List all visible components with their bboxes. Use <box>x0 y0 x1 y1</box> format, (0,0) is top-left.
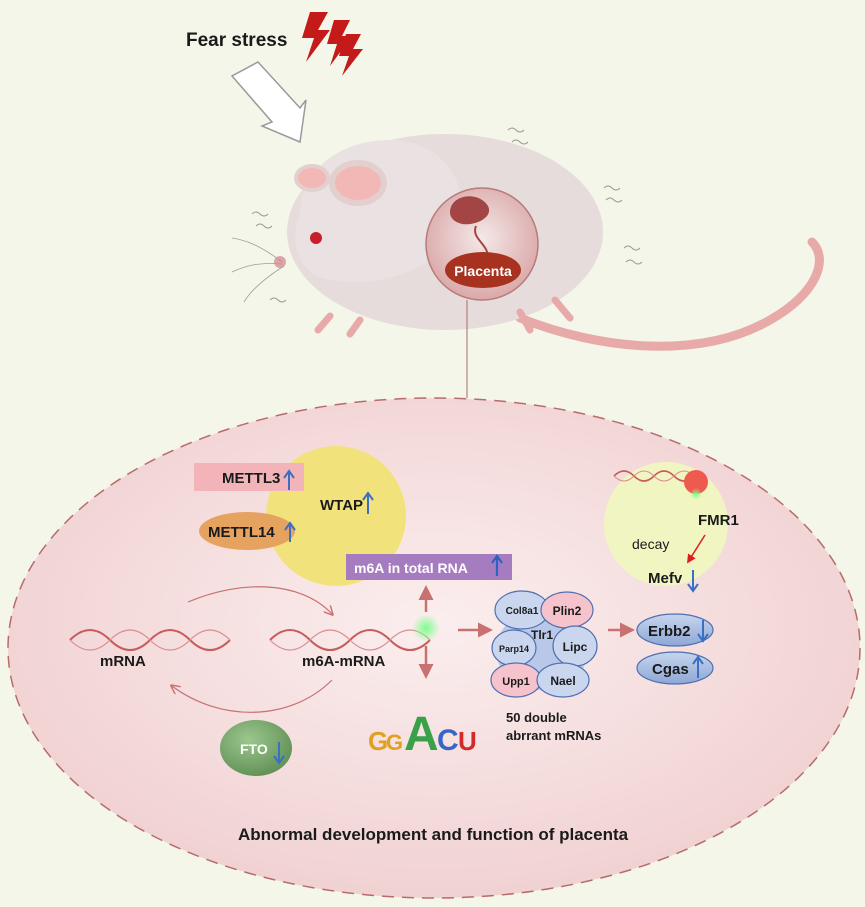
total-rna-box <box>346 554 512 580</box>
shiver-lines <box>251 127 643 303</box>
mettl14-label: METTL14 <box>208 524 275 541</box>
erbb2-ellipse <box>636 613 714 647</box>
mettl3-up-arrow-icon <box>283 469 295 490</box>
mouse-ear-back <box>329 160 387 206</box>
fto-down-arrow-icon <box>273 742 285 765</box>
fto-label: FTO <box>240 741 268 757</box>
mouse-illustration: Placenta <box>231 127 824 351</box>
fmr1-label: FMR1 <box>698 512 739 529</box>
mettl3-label: METTL3 <box>222 470 280 487</box>
mrna-strand <box>69 629 231 651</box>
mefv-label: Mefv <box>648 570 683 587</box>
uterus-icon <box>450 196 490 225</box>
motif-logo: G G A C U <box>368 708 477 761</box>
gene-nael-label: Nael <box>550 674 575 688</box>
motif-letter-4: C <box>437 724 459 757</box>
lightning-icon <box>302 12 363 76</box>
gene-tlr1-label: Tlr1 <box>531 628 553 642</box>
conclusion-text: Abnormal development and function of pla… <box>238 825 629 844</box>
erbb2-label: Erbb2 <box>648 623 691 640</box>
wtap-label: WTAP <box>320 497 363 514</box>
mefv-down-arrow-icon <box>687 570 699 593</box>
mouse-nose <box>274 256 286 268</box>
fear-stress-label: Fear stress <box>186 30 287 51</box>
stress-arrow-icon <box>230 61 307 144</box>
gene-nael <box>536 662 590 698</box>
total-rna-label: m6A in total RNA <box>354 560 468 576</box>
motif-letter-1: G <box>368 726 388 756</box>
erbb2-down-arrow-icon <box>697 620 709 643</box>
placenta-disk <box>445 252 521 288</box>
methylation-arrow <box>187 586 332 614</box>
targets-caption-line1: 50 double <box>506 710 567 725</box>
motif-letter-2: G <box>386 730 403 755</box>
mouse-eye <box>310 232 322 244</box>
mouse-whiskers <box>231 237 285 303</box>
target-gene-cluster: Col8a1 Plin2 Tlr1 Parp14 Lipc Upp1 Nael <box>490 590 598 698</box>
motif-letter-3: A <box>404 708 439 761</box>
mouse-feet <box>314 296 574 338</box>
mouse-ear-front <box>294 164 330 192</box>
gene-upp1-label: Upp1 <box>502 676 530 688</box>
gene-plin2-label: Plin2 <box>553 604 582 618</box>
fto-ellipse <box>220 720 292 776</box>
targets-caption-line2: abrrant mRNAs <box>506 728 601 743</box>
cgas-ellipse <box>636 651 714 685</box>
mouse-tail <box>515 237 824 351</box>
mrna-label: mRNA <box>100 653 146 670</box>
cell-ellipse <box>7 397 861 899</box>
placenta-label: Placenta <box>454 263 512 279</box>
wtap-up-arrow-icon <box>362 491 374 514</box>
m6a-mrna-label: m6A-mRNA <box>302 653 386 670</box>
gene-parp14-label: Parp14 <box>499 644 529 654</box>
m6a-site-glow <box>412 614 440 642</box>
mettl14-ellipse <box>199 512 295 550</box>
total-rna-up-arrow-icon <box>491 554 503 576</box>
decay-label: decay <box>632 536 669 552</box>
gene-lipc-label: Lipc <box>563 640 588 654</box>
cgas-label: Cgas <box>652 661 689 678</box>
decay-arrow <box>687 534 706 564</box>
demethylation-arrow <box>172 679 333 713</box>
cgas-up-arrow-icon <box>692 655 704 678</box>
m6a-mrna-strand <box>269 629 431 651</box>
fmr1-protein-icon <box>684 470 708 494</box>
motif-letter-5: U <box>458 726 477 756</box>
gene-col8a1-label: Col8a1 <box>506 606 539 617</box>
mettl14-up-arrow-icon <box>284 521 296 542</box>
